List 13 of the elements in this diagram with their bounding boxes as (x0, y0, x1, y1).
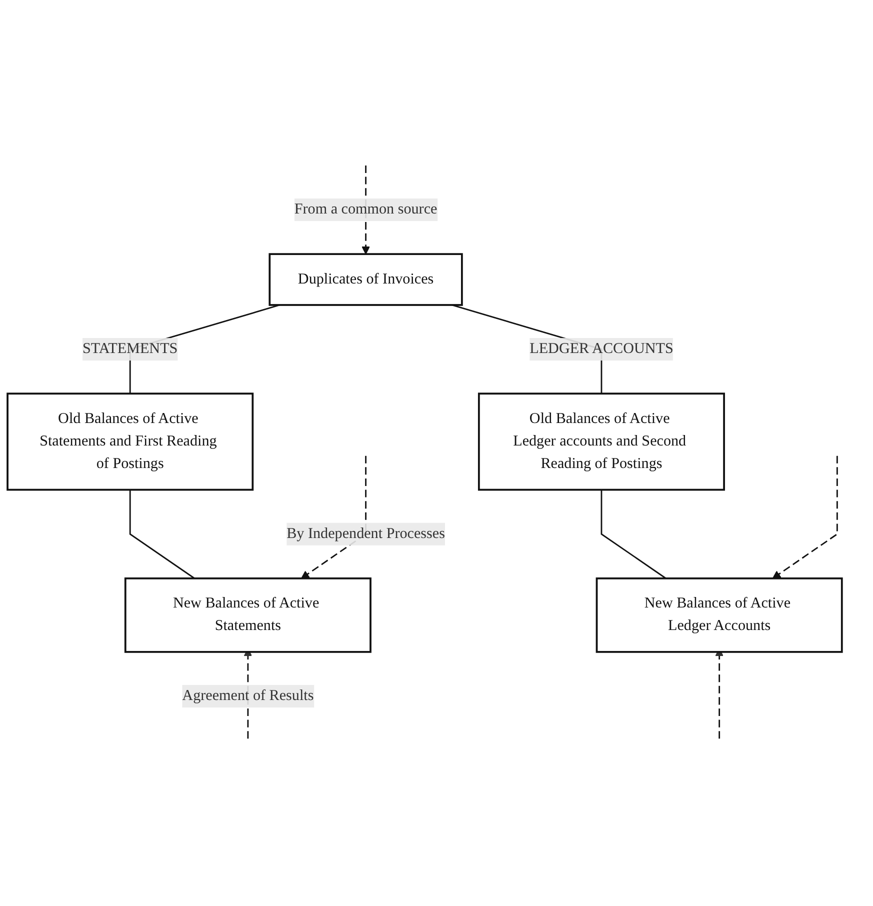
edge-label: Agreement of Results (182, 688, 314, 704)
edge-label: LEDGER ACCOUNTS (530, 340, 674, 357)
connector (600, 490, 666, 579)
node-box: Old Balances of Active Ledger accounts and Second Reading of Postings (478, 392, 725, 491)
edge-label: From a common source (294, 201, 438, 218)
connector (129, 490, 195, 579)
edge-label: STATEMENTS (82, 340, 178, 357)
node-box: New Balances of Active Ledger Accounts (596, 577, 843, 653)
node-box: New Balances of Active Statements (124, 577, 372, 653)
node-box: Old Balances of Active Statements and First Reading of Postings (6, 392, 254, 491)
edge-label: By Independent Processes (286, 526, 445, 542)
arrow (772, 456, 838, 579)
node-box: Duplicates of Invoices (268, 253, 463, 306)
